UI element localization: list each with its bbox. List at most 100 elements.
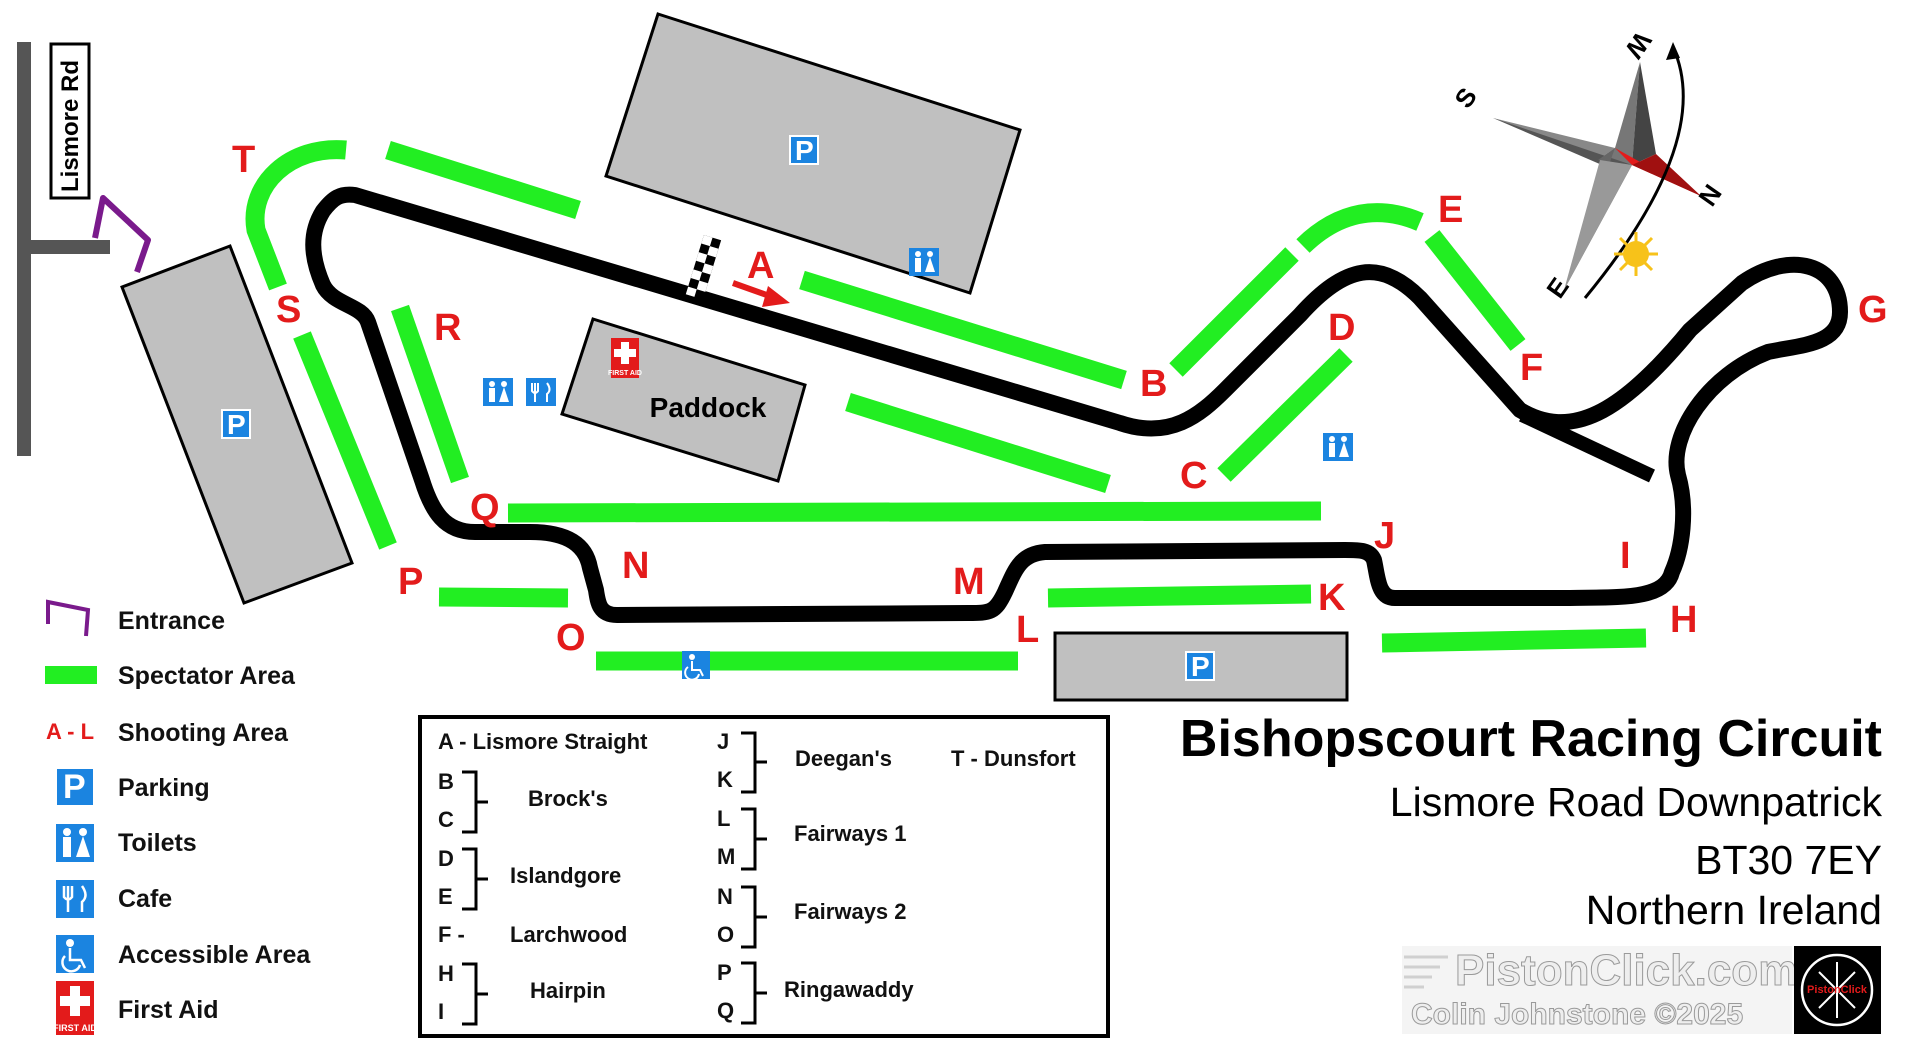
corner-c: C: [1180, 455, 1207, 497]
direction-arrow-icon: [731, 280, 790, 307]
svg-text:O: O: [717, 922, 734, 947]
key-larchwood: Larchwood: [510, 922, 627, 947]
svg-text:B: B: [438, 769, 454, 794]
legend-parking: Parking: [118, 774, 210, 802]
legend-shooting: Shooting Area: [118, 719, 289, 747]
svg-text:P: P: [63, 768, 86, 806]
svg-text:PistonClick: PistonClick: [1807, 984, 1868, 996]
spectator-area-s: [293, 331, 397, 550]
spectator-area-p: [438, 587, 569, 608]
svg-text:K: K: [717, 767, 733, 792]
svg-text:F -: F -: [438, 922, 465, 947]
parking-icon: P: [1185, 651, 1215, 682]
sun-icon: [1614, 232, 1658, 276]
accessible-icon: [682, 651, 710, 681]
parking-icon: P: [789, 135, 819, 166]
key-a: A - Lismore Straight: [438, 729, 648, 754]
corner-p: P: [398, 561, 423, 603]
first-aid-icon: FIRST AID: [53, 981, 97, 1035]
lismore-road: Lismore Rd: [17, 42, 110, 456]
key-ringawaddy: Ringawaddy: [784, 977, 914, 1002]
key-t: T - Dunsfort: [951, 746, 1076, 771]
accessible-icon: [56, 935, 94, 973]
corner-l: L: [1016, 609, 1039, 651]
corner-f: F: [1520, 347, 1543, 389]
parking-icon: P: [55, 767, 95, 807]
cafe-icon: [526, 378, 556, 406]
legend-entrance: Entrance: [118, 607, 225, 635]
toilets-icon: [56, 824, 94, 862]
track-spur: [1519, 408, 1655, 483]
svg-text:Q: Q: [717, 998, 734, 1023]
start-finish-line: [685, 234, 722, 300]
corner-s: S: [276, 289, 301, 331]
key-deegans: Deegan's: [795, 746, 892, 771]
compass-s: S: [1448, 82, 1483, 113]
spectator-area-q: [507, 501, 1322, 523]
parking-icon: P: [221, 409, 251, 440]
entrance-icon: [46, 599, 91, 637]
corner-r: R: [434, 307, 461, 349]
corner-e: E: [1438, 189, 1463, 231]
legend-toilets: Toilets: [118, 829, 197, 857]
svg-text:L: L: [717, 806, 730, 831]
watermark-site: PistonClick.com: [1455, 946, 1797, 995]
spectator-area-icon: [45, 666, 97, 684]
spectator-areas: [245, 140, 1647, 671]
paddock-label: Paddock: [650, 392, 767, 423]
svg-text:P: P: [1191, 651, 1210, 682]
key-hairpin: Hairpin: [530, 978, 606, 1003]
svg-text:FIRST AID: FIRST AID: [53, 1023, 97, 1033]
toilets-icon: [483, 378, 513, 406]
spectator-area-t: [245, 140, 347, 291]
compass-w: W: [1619, 27, 1658, 65]
compass-n: N: [1692, 179, 1727, 212]
road-label: Lismore Rd: [57, 60, 84, 192]
svg-text:P: P: [795, 135, 814, 166]
key-islandgore: Islandgore: [510, 863, 621, 888]
svg-text:P: P: [717, 960, 732, 985]
corner-letters: A B C D E F G H I J K L M N O P Q R S T: [232, 139, 1888, 659]
corner-q: Q: [470, 487, 500, 529]
svg-text:N: N: [717, 884, 733, 909]
address-line-1: Lismore Road Downpatrick: [1390, 779, 1883, 825]
corner-i: I: [1620, 535, 1631, 577]
entrance-marker: [92, 195, 151, 273]
svg-text:M: M: [717, 844, 735, 869]
corner-d: D: [1328, 307, 1355, 349]
svg-text:E: E: [438, 884, 453, 909]
spectator-area-top-straight: [385, 140, 581, 220]
corner-j: J: [1374, 515, 1395, 557]
corner-key: A - Lismore Straight B C Brock's D E Isl…: [418, 715, 1110, 1038]
corner-n: N: [622, 545, 649, 587]
shooting-area-icon: A - L: [46, 719, 94, 744]
watermark: PistonClick.com Colin Johnstone ©2025 Pi…: [1402, 946, 1881, 1034]
svg-text:P: P: [227, 409, 246, 440]
spectator-area-r: [391, 304, 469, 484]
svg-text:D: D: [438, 846, 454, 871]
svg-text:H: H: [438, 961, 454, 986]
info-block: Bishopscourt Racing Circuit Lismore Road…: [1180, 710, 1883, 933]
first-aid-icon: FIRST AID: [608, 338, 642, 378]
legend: Entrance Spectator Area A - L Shooting A…: [45, 599, 311, 1035]
corner-b: B: [1140, 363, 1167, 405]
page-title: Bishopscourt Racing Circuit: [1180, 710, 1882, 768]
svg-text:FIRST AID: FIRST AID: [608, 370, 642, 377]
spectator-area-e: [1169, 203, 1424, 377]
race-track: [305, 186, 1848, 623]
legend-first-aid: First Aid: [118, 996, 218, 1024]
cafe-icon: [56, 880, 94, 918]
corner-a: A: [747, 245, 774, 287]
address-line-3: Northern Ireland: [1586, 887, 1882, 933]
spectator-area-d: [1217, 348, 1353, 482]
toilets-icon: [909, 248, 939, 276]
legend-cafe: Cafe: [118, 885, 172, 913]
toilets-icon: [1323, 433, 1353, 461]
corner-k: K: [1318, 577, 1346, 619]
corner-h: H: [1670, 599, 1697, 641]
legend-spectator: Spectator Area: [118, 662, 296, 690]
address-line-2: BT30 7EY: [1695, 837, 1882, 883]
key-fairways-2: Fairways 2: [794, 899, 907, 924]
spectator-area-h: [1381, 628, 1647, 653]
svg-text:I: I: [438, 999, 444, 1024]
